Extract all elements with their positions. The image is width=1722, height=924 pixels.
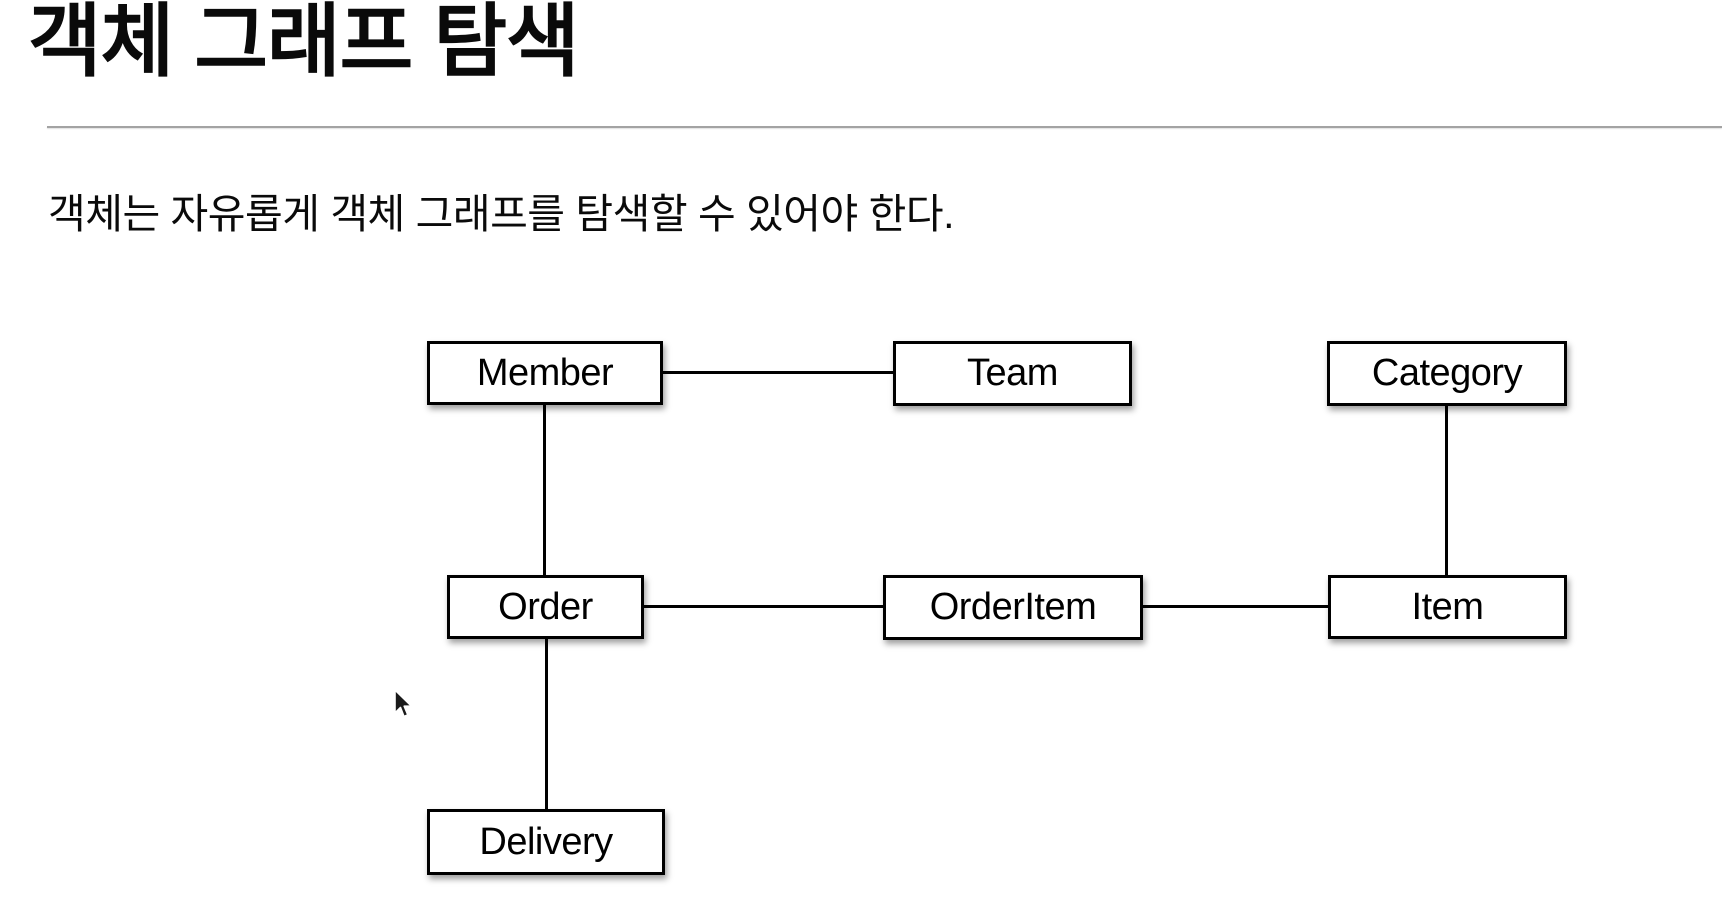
node-delivery: Delivery [427,809,665,875]
node-order: Order [447,575,644,639]
title-divider [47,126,1722,128]
node-member-label: Member [476,351,614,394]
edge-order-delivery [545,637,548,812]
edge-member-team [660,371,896,374]
node-orderitem: OrderItem [883,575,1143,640]
node-item-label: Item [1411,585,1484,628]
node-orderitem-label: OrderItem [929,586,1097,628]
node-item: Item [1328,575,1567,639]
node-member: Member [427,341,663,405]
node-order-label: Order [498,585,593,628]
edge-category-item [1445,403,1448,578]
page-title: 객체 그래프 탐색 [28,0,580,86]
edge-orderitem-item [1140,605,1331,608]
node-delivery-label: Delivery [479,820,613,863]
subtitle: 객체는 자유롭게 객체 그래프를 탐색할 수 있어야 한다. [48,191,954,237]
node-category-label: Category [1371,352,1523,394]
edge-order-orderitem [641,605,886,608]
node-category: Category [1327,341,1567,406]
node-team: Team [893,341,1132,406]
node-team-label: Team [967,352,1058,394]
edge-member-order [543,403,546,578]
